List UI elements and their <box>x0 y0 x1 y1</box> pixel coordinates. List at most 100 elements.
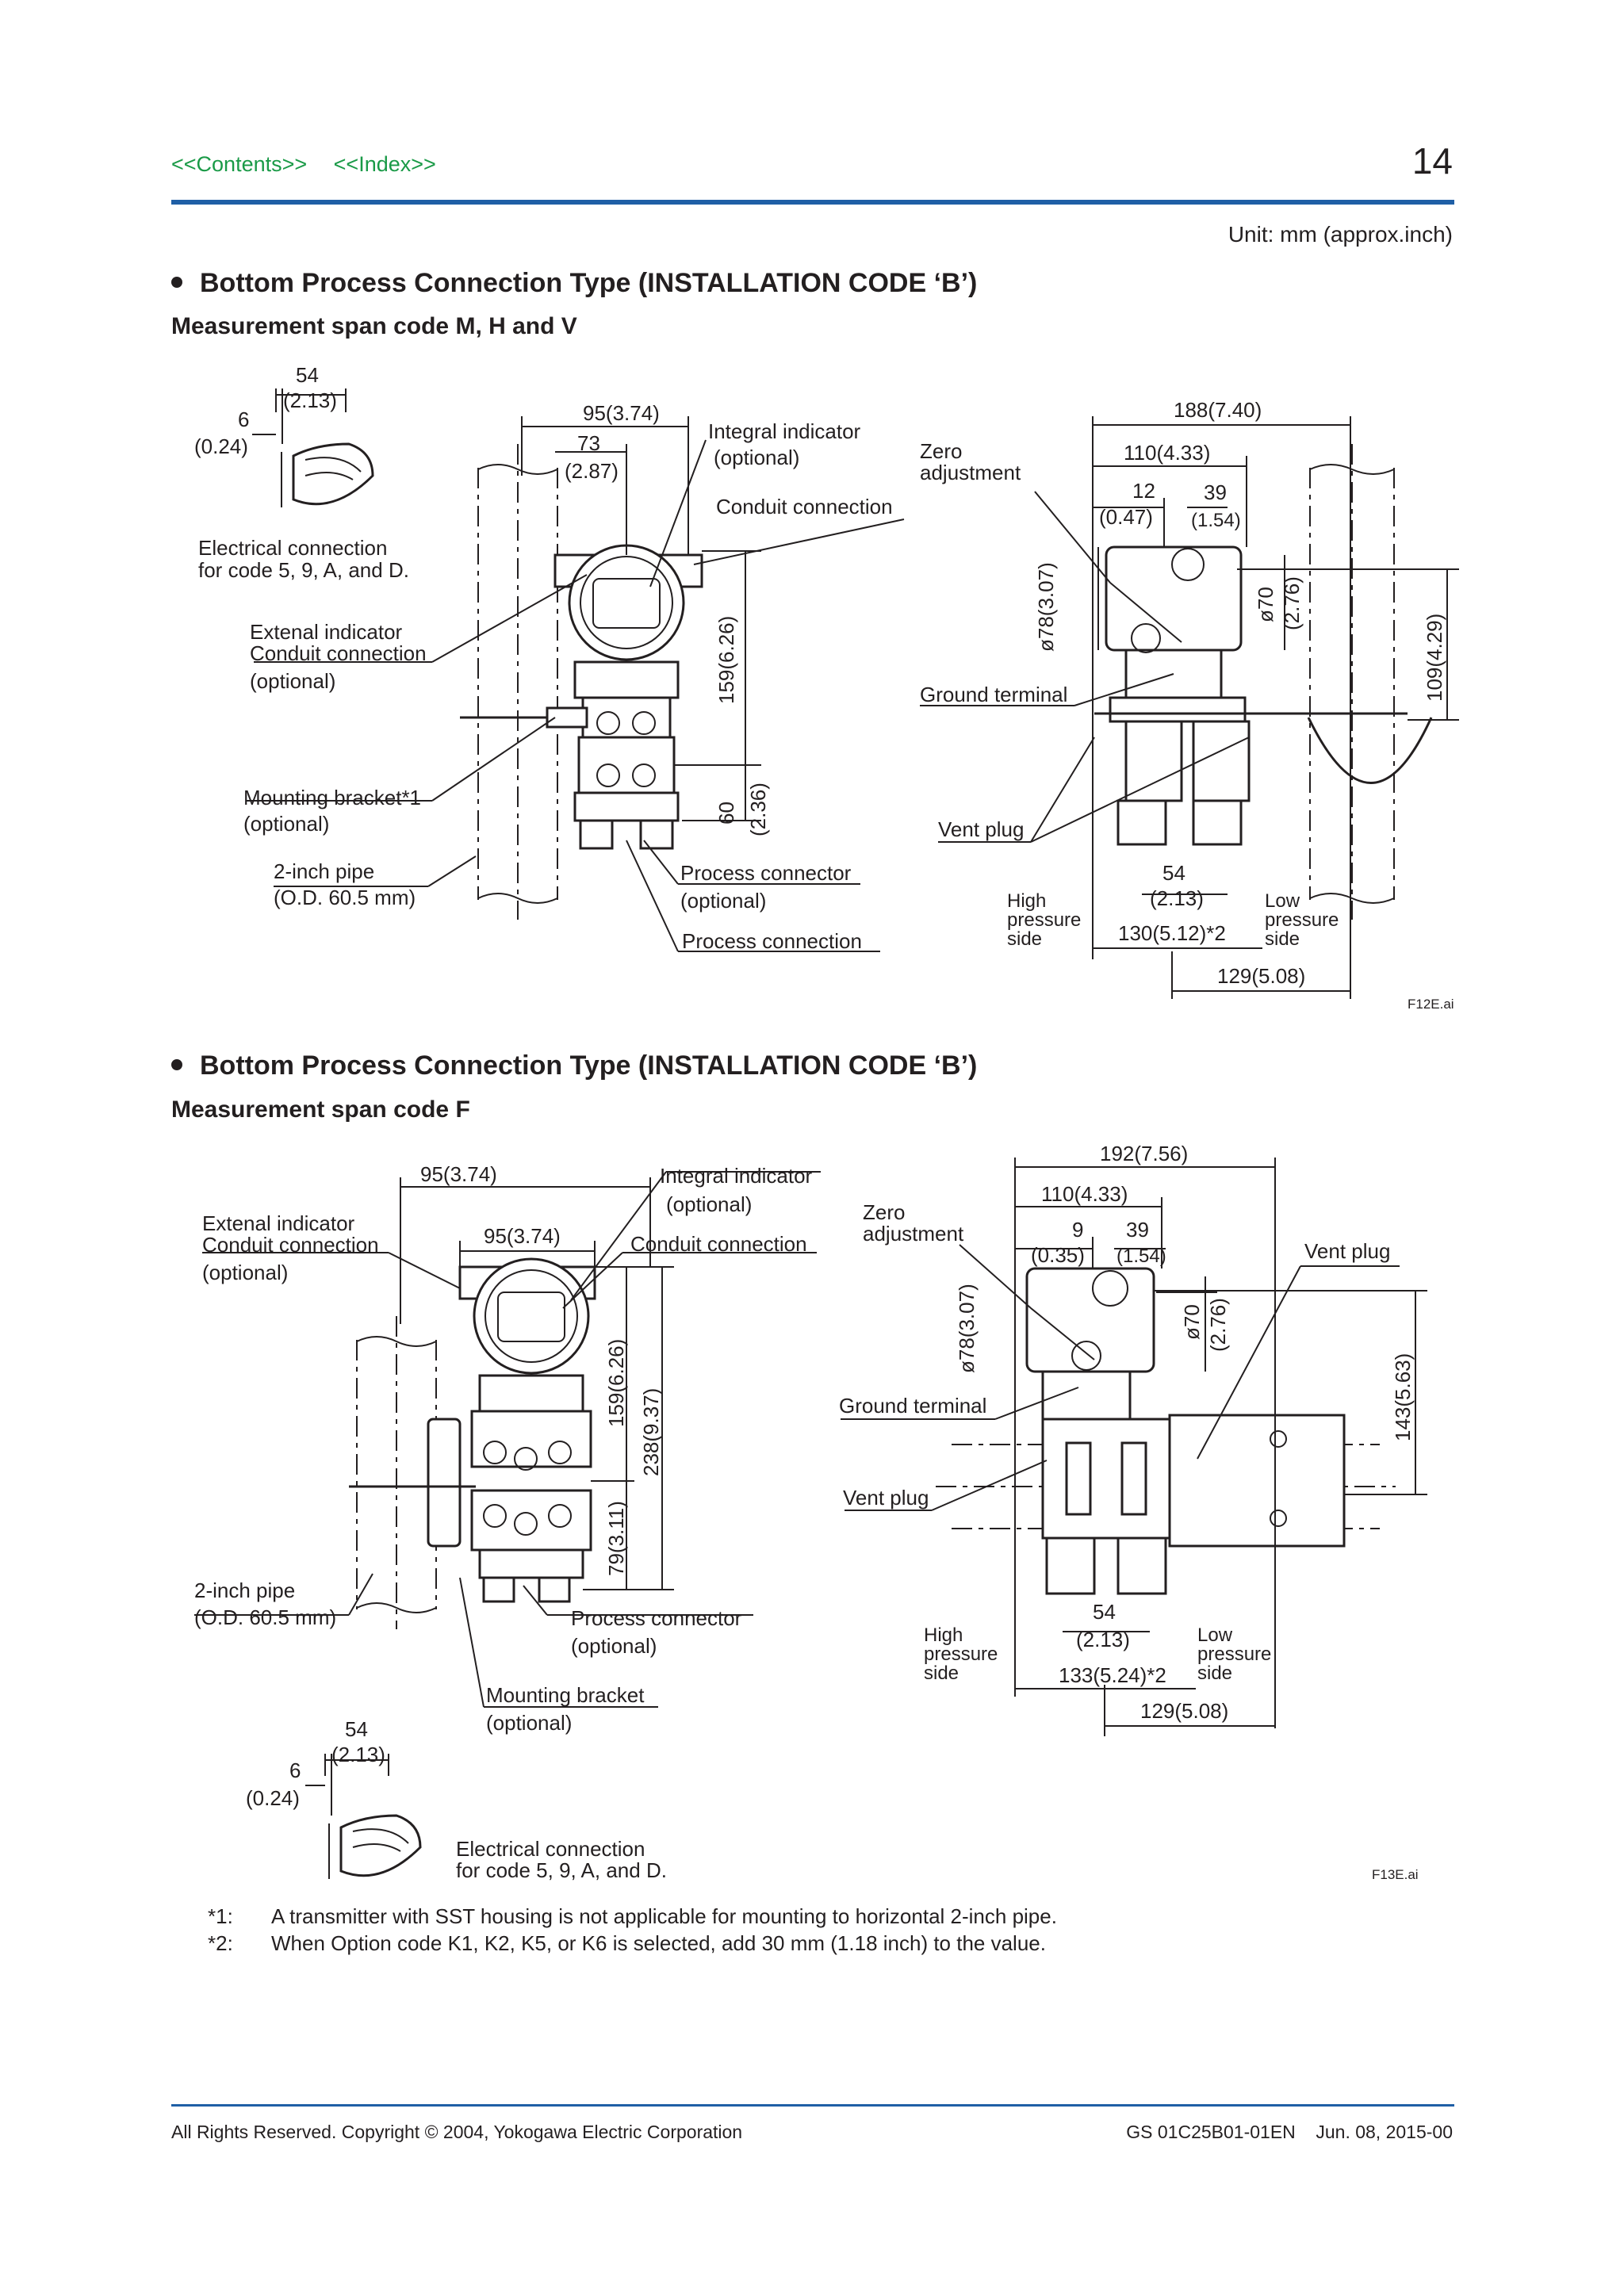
process-connector-1b: (optional) <box>680 889 766 913</box>
high-side-2c: side <box>924 1663 959 1684</box>
mounting-bracket-1b: (optional) <box>243 812 329 836</box>
high-side-1a: High <box>1007 890 1046 912</box>
dim-12-1: 12 <box>1132 479 1155 503</box>
dim-54-2b: 54 <box>1093 1600 1116 1624</box>
dim-154-2: (1.54) <box>1116 1246 1166 1267</box>
mounting-bracket-1a: Mounting bracket*1 <box>243 786 421 809</box>
index-link[interactable]: <<Index>> <box>333 152 436 176</box>
integral-indicator-2a: Integral indicator <box>660 1164 813 1188</box>
dim-70-2: ø70 <box>1180 1304 1204 1340</box>
doc-info: GS 01C25B01-01EN Jun. 08, 2015-00 <box>1126 2122 1453 2143</box>
process-connection-1: Process connection <box>682 929 862 953</box>
pipe-2a: 2-inch pipe <box>194 1578 295 1602</box>
dim-6-1: 6 <box>238 408 249 431</box>
zero-adj-1a: Zero <box>920 439 962 463</box>
nav-links: <<Contents>> <<Index>> <box>171 152 457 177</box>
dim-238-2: 238(9.37) <box>639 1388 663 1476</box>
dim-276-2: (2.76) <box>1206 1298 1230 1352</box>
dim-95-2a: 95(3.74) <box>420 1162 497 1186</box>
conduit-connection-1: Conduit connection <box>716 495 893 519</box>
pipe-1b: (O.D. 60.5 mm) <box>274 886 416 909</box>
note-1: *1:A transmitter with SST housing is not… <box>208 1904 1057 1928</box>
dim-143-2: 143(5.63) <box>1391 1353 1415 1441</box>
bullet-icon <box>171 277 182 289</box>
dim-129-1: 129(5.08) <box>1217 964 1305 988</box>
mounting-bracket-2b: (optional) <box>486 1711 572 1735</box>
low-side-2c: side <box>1197 1663 1232 1684</box>
section-2-subtitle: Measurement span code F <box>171 1096 470 1123</box>
elec-conn-label-1a: Electrical connection <box>198 536 387 560</box>
dim-213-2b: (2.13) <box>1076 1628 1130 1651</box>
doc-date: Jun. 08, 2015-00 <box>1316 2122 1453 2142</box>
transmitter-side-2 <box>1025 1267 1346 1595</box>
low-side-1b: pressure <box>1265 909 1339 931</box>
dim-213-2: (2.13) <box>331 1743 385 1766</box>
dim-54-2: 54 <box>345 1717 368 1741</box>
dim-78-1: ø78(3.07) <box>1034 562 1058 652</box>
dim-109-1: 109(4.29) <box>1423 614 1446 702</box>
section-2-title: Bottom Process Connection Type (INSTALLA… <box>171 1050 977 1081</box>
dim-188-1: 188(7.40) <box>1174 398 1262 422</box>
transmitter-side-1 <box>1094 545 1433 846</box>
high-side-2a: High <box>924 1624 963 1646</box>
vertical-pipe-2 <box>356 1316 437 1629</box>
ext-indicator-2c: (optional) <box>202 1261 288 1284</box>
transmitter-front-1 <box>460 544 703 850</box>
low-side-1c: side <box>1265 928 1300 950</box>
dim-130-1: 130(5.12)*2 <box>1118 921 1226 945</box>
dim-9-2: 9 <box>1072 1218 1083 1242</box>
figure-2-diagram: 95(3.74) Extenal indicator Conduit conne… <box>194 1142 1427 1882</box>
dim-54-1: 54 <box>296 363 319 387</box>
figure-1-id: F12E.ai <box>1408 997 1454 1012</box>
dim-192-2: 192(7.56) <box>1100 1142 1188 1165</box>
dim-035-2: (0.35) <box>1031 1243 1085 1267</box>
elec-conn-label-2a: Electrical connection <box>456 1837 645 1861</box>
process-connector-2a: Process connector <box>571 1606 742 1630</box>
dim-129-2: 129(5.08) <box>1140 1699 1228 1723</box>
dim-78-2: ø78(3.07) <box>955 1284 979 1373</box>
low-side-1a: Low <box>1265 890 1300 912</box>
dim-54-1b: 54 <box>1162 861 1185 885</box>
dim-213-1b: (2.13) <box>1150 886 1204 910</box>
zero-adj-1b: adjustment <box>920 461 1021 484</box>
dim-73-1: 73 <box>577 431 600 455</box>
low-side-2b: pressure <box>1197 1644 1271 1665</box>
unit-note: Unit: mm (approx.inch) <box>1228 222 1453 247</box>
vent-plug-1: Vent plug <box>938 817 1024 841</box>
dim-287-1: (2.87) <box>565 459 619 483</box>
dim-39-2: 39 <box>1126 1218 1149 1242</box>
dim-110-2: 110(4.33) <box>1041 1182 1128 1206</box>
vent-plug-2a: Vent plug <box>1304 1239 1390 1263</box>
high-side-2b: pressure <box>924 1644 998 1665</box>
integral-indicator-1a: Integral indicator <box>708 419 861 443</box>
ext-indicator-2a: Extenal indicator <box>202 1211 355 1235</box>
transmitter-front-2 <box>349 1257 596 1603</box>
elec-conn-detail-2 <box>328 1814 422 1879</box>
elec-conn-detail-1 <box>281 442 374 507</box>
footer-rule <box>171 2104 1454 2107</box>
dim-024-2: (0.24) <box>246 1786 300 1810</box>
contents-link[interactable]: <<Contents>> <box>171 152 308 176</box>
dim-236-1: (2.36) <box>746 783 770 836</box>
header-rule <box>171 200 1454 205</box>
process-connector-2b: (optional) <box>571 1634 657 1658</box>
copyright: All Rights Reserved. Copyright © 2004, Y… <box>171 2122 743 2142</box>
mounting-bracket-2a: Mounting bracket <box>486 1683 645 1707</box>
dim-276-1: (2.76) <box>1280 576 1304 630</box>
horizontal-pipe-1 <box>1309 444 1395 920</box>
ext-indicator-1b: Conduit connection <box>250 641 427 665</box>
doc-id: GS 01C25B01-01EN <box>1126 2122 1296 2142</box>
figure-2-id: F13E.ai <box>1372 1867 1419 1882</box>
dim-95-1: 95(3.74) <box>583 401 660 425</box>
dim-159-1: 159(6.26) <box>714 616 738 704</box>
dim-024-1: (0.24) <box>194 434 248 458</box>
high-side-1c: side <box>1007 928 1042 950</box>
dim-70-1: ø70 <box>1254 587 1277 622</box>
dim-213-1: (2.13) <box>283 388 337 412</box>
page-number: 14 <box>1411 140 1453 182</box>
dim-159-2: 159(6.26) <box>604 1339 628 1427</box>
dim-79-2: 79(3.11) <box>604 1501 628 1576</box>
high-side-1b: pressure <box>1007 909 1081 931</box>
zero-adj-2a: Zero <box>863 1200 905 1224</box>
ground-terminal-2: Ground terminal <box>839 1394 986 1418</box>
